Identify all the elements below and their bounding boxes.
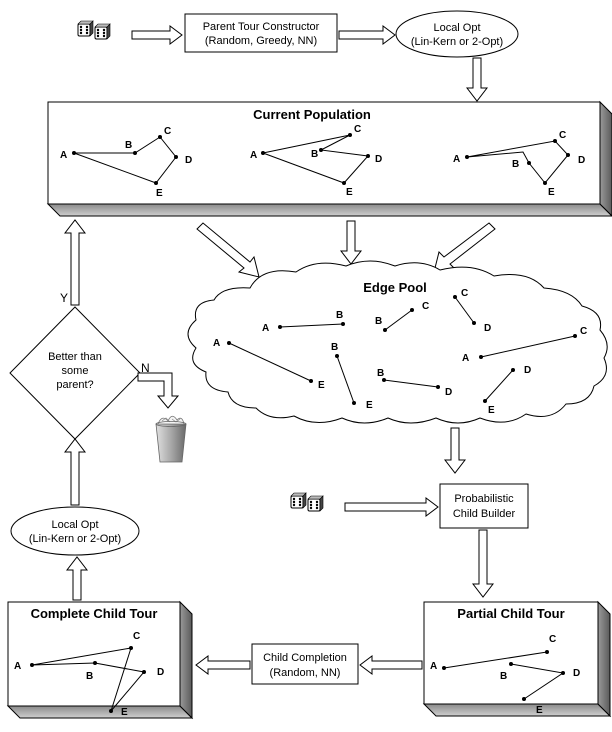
complete-point-b: B <box>86 671 93 682</box>
probabilistic-child-builder-box: Probabilistic Child Builder <box>439 483 529 529</box>
pool-point-b2: B <box>375 316 382 327</box>
pool-point-a3: A <box>462 353 469 364</box>
local-opt-top-methods: (Lin-Kern or 2-Opt) <box>411 36 503 48</box>
local-opt-left-ellipse: Local Opt (Lin-Kern or 2-Opt) <box>10 506 140 556</box>
current-population-box: Current Population <box>46 100 612 217</box>
edge-pool-edges <box>228 296 576 404</box>
local-opt-left-label: Local Opt <box>51 519 98 531</box>
pool-point-c1: C <box>422 301 429 312</box>
dice-icon <box>77 20 111 40</box>
decision-label-1: Better than <box>48 351 102 363</box>
tour1-point-e: E <box>156 188 163 199</box>
decision-label-3: parent? <box>56 379 93 391</box>
tour2-point-e: E <box>346 187 353 198</box>
pool-point-c3: C <box>580 326 587 337</box>
pool-point-e2: E <box>366 400 373 411</box>
complete-child-tour-title: Complete Child Tour <box>31 606 158 621</box>
current-population-title: Current Population <box>253 107 371 122</box>
probabilistic-builder-label-1: Probabilistic <box>454 493 514 505</box>
parent-tour-constructor-label: Parent Tour Constructor <box>203 21 320 33</box>
edge-pool-cloud: Edge Pool <box>187 260 608 424</box>
decision-yes-label: Y <box>60 291 68 305</box>
complete-point-e: E <box>121 707 128 718</box>
population-tour-2 <box>262 134 370 184</box>
tour3-point-b: B <box>512 159 519 170</box>
child-completion-label: Child Completion <box>263 652 347 664</box>
dice-icon <box>290 492 324 512</box>
edge-pool-title: Edge Pool <box>363 280 427 295</box>
population-tour-1 <box>73 136 177 184</box>
trash-can-icon <box>155 415 187 463</box>
partial-point-d: D <box>573 668 580 679</box>
complete-child-tour-box: Complete Child Tour <box>6 600 194 720</box>
partial-child-tour-title: Partial Child Tour <box>457 606 564 621</box>
tour1-point-c: C <box>164 126 171 137</box>
tour2-point-d: D <box>375 154 382 165</box>
decision-diamond: Better than some parent? <box>9 306 141 440</box>
partial-point-b: B <box>500 671 507 682</box>
parent-tour-constructor-methods: (Random, Greedy, NN) <box>205 35 317 47</box>
probabilistic-builder-label-2: Child Builder <box>453 508 516 520</box>
pool-point-b4: B <box>377 368 384 379</box>
arrow-population-to-pool-center <box>339 220 363 265</box>
partial-child-tour-box: Partial Child Tour <box>422 600 612 718</box>
tour3-point-e: E <box>548 187 555 198</box>
complete-point-c: C <box>133 631 140 642</box>
complete-child-tour-edges <box>31 647 145 712</box>
complete-point-d: D <box>157 667 164 678</box>
arrow-decision-to-trash <box>137 372 180 409</box>
tour2-point-a: A <box>250 150 257 161</box>
local-opt-top-label: Local Opt <box>433 22 480 34</box>
partial-point-e: E <box>536 705 543 716</box>
tour1-point-d: D <box>185 155 192 166</box>
tour2-point-c: C <box>354 124 361 135</box>
decision-label-2: some <box>62 365 89 377</box>
child-completion-methods: (Random, NN) <box>270 667 341 679</box>
pool-point-b1: B <box>336 310 343 321</box>
pool-point-d2: D <box>445 387 452 398</box>
partial-point-c: C <box>549 634 556 645</box>
arrow-population-to-pool-left <box>196 222 260 278</box>
arrow-localopt-to-decision <box>63 438 87 506</box>
arrow-decision-to-population <box>63 219 87 306</box>
tour3-point-c: C <box>559 130 566 141</box>
complete-point-a: A <box>14 661 21 672</box>
tour3-point-d: D <box>578 155 585 166</box>
pool-point-e3: E <box>488 405 495 416</box>
tour1-point-a: A <box>60 150 67 161</box>
parent-tour-constructor-box: Parent Tour Constructor (Random, Greedy,… <box>184 13 338 53</box>
pool-point-a1: A <box>262 323 269 334</box>
arrow-dice-to-builder <box>344 497 439 517</box>
arrow-builder-to-partial <box>471 529 495 598</box>
arrow-dice-to-constructor <box>131 25 183 45</box>
arrow-constructor-to-localopt <box>338 25 396 45</box>
local-opt-top-ellipse: Local Opt (Lin-Kern or 2-Opt) <box>395 10 519 58</box>
pool-point-a2: A <box>213 338 220 349</box>
arrow-complete-to-localopt <box>65 556 89 601</box>
child-completion-box: Child Completion (Random, NN) <box>251 643 359 685</box>
pool-point-d1: D <box>484 323 491 334</box>
decision-no-label: N <box>141 361 150 375</box>
pool-point-c2: C <box>461 288 468 299</box>
pool-point-b3: B <box>331 342 338 353</box>
tour2-point-b: B <box>311 149 318 160</box>
arrow-partial-to-completion <box>359 655 423 675</box>
local-opt-left-methods: (Lin-Kern or 2-Opt) <box>29 533 121 545</box>
pool-point-d3: D <box>524 365 531 376</box>
arrow-completion-to-complete <box>195 655 251 675</box>
tour3-point-a: A <box>453 154 460 165</box>
partial-point-a: A <box>430 661 437 672</box>
arrow-localopt-to-population <box>465 57 489 102</box>
pool-point-e1: E <box>318 380 325 391</box>
arrow-population-to-pool-right <box>433 222 496 273</box>
arrow-pool-to-builder <box>443 427 467 474</box>
tour1-point-b: B <box>125 140 132 151</box>
